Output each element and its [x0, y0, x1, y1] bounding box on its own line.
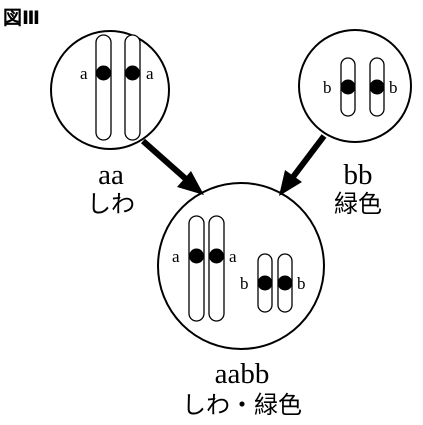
bottom-genotype: aabb [215, 358, 270, 390]
bottom-gene-dot-a1 [189, 248, 204, 264]
right-phenotype: 緑色 [334, 190, 382, 218]
left-gene-dot-2 [125, 65, 140, 81]
right-genotype: bb [344, 159, 373, 191]
right-allele-label-2: b [389, 78, 398, 97]
bottom-phenotype: しわ・緑色 [182, 391, 302, 419]
right-cell-circle [298, 29, 412, 143]
left-cell-circle [50, 30, 170, 150]
left-genotype: aa [98, 159, 124, 191]
bottom-gene-dot-a2 [209, 248, 224, 264]
right-gene-dot-2 [369, 79, 385, 95]
right-cell: b b [298, 29, 412, 143]
bottom-allele-label-b2: b [297, 274, 306, 293]
left-phenotype: しわ [87, 190, 135, 218]
bottom-chromosome-a1 [188, 215, 205, 322]
bottom-gene-dot-b1 [257, 275, 273, 291]
left-chromosome-2 [124, 34, 141, 141]
bottom-cell-circle [157, 182, 325, 350]
figure-title: 図Ⅲ [3, 7, 40, 29]
left-gene-dot-1 [96, 65, 111, 81]
bottom-chromosome-a2 [208, 215, 225, 322]
bottom-gene-dot-b2 [277, 275, 293, 291]
left-allele-label-1: a [80, 64, 88, 83]
bottom-allele-label-b1: b [240, 274, 249, 293]
arrow-left-to-bottom [141, 138, 204, 195]
right-allele-label-1: b [323, 78, 332, 97]
bottom-allele-label-a1: a [172, 247, 180, 266]
arrow-right-to-bottom [279, 134, 327, 196]
left-allele-label-2: a [146, 64, 154, 83]
bottom-cell: a a b b [157, 182, 325, 350]
left-cell: a a [50, 30, 170, 150]
right-gene-dot-1 [340, 79, 356, 95]
bottom-allele-label-a2: a [229, 247, 237, 266]
left-chromosome-1 [95, 34, 112, 141]
